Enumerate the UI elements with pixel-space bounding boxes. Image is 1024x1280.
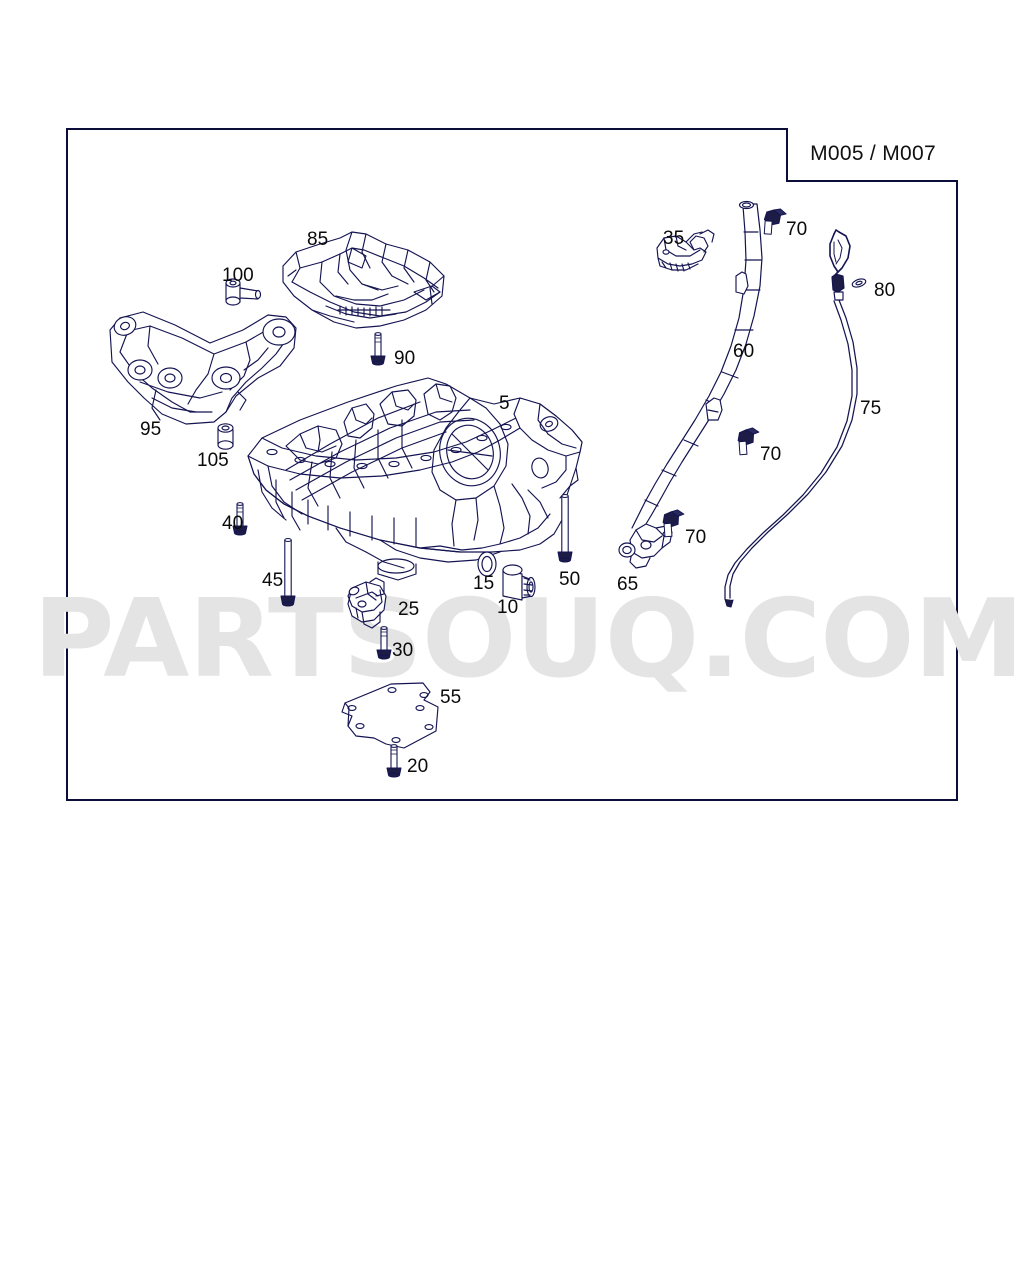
callout-100: 100 <box>222 265 254 286</box>
callout-30: 30 <box>392 640 414 661</box>
callout-70-middle: 70 <box>760 444 782 465</box>
callout-10: 10 <box>497 597 519 618</box>
callout-85: 85 <box>307 229 329 250</box>
callout-40: 40 <box>222 513 244 534</box>
callout-5: 5 <box>499 393 510 414</box>
partsouq-watermark: PARTSOUQ.COM <box>33 577 1024 702</box>
callout-105: 105 <box>197 450 229 471</box>
callout-70-upper: 70 <box>786 219 808 240</box>
callout-90: 90 <box>394 348 416 369</box>
callout-50: 50 <box>559 569 581 590</box>
callout-95: 95 <box>140 419 162 440</box>
diagram-frame <box>66 128 958 801</box>
callout-25: 25 <box>398 599 420 620</box>
callout-35: 35 <box>663 228 685 249</box>
callout-15: 15 <box>473 573 495 594</box>
callout-45: 45 <box>262 570 284 591</box>
callout-75: 75 <box>860 398 882 419</box>
callout-55: 55 <box>440 687 462 708</box>
callout-60: 60 <box>733 341 755 362</box>
callout-70-lower: 70 <box>685 527 707 548</box>
callout-20: 20 <box>407 756 429 777</box>
callout-65: 65 <box>617 574 639 595</box>
diagram-title-box: M005 / M007 <box>786 128 958 182</box>
callout-80: 80 <box>874 280 896 301</box>
